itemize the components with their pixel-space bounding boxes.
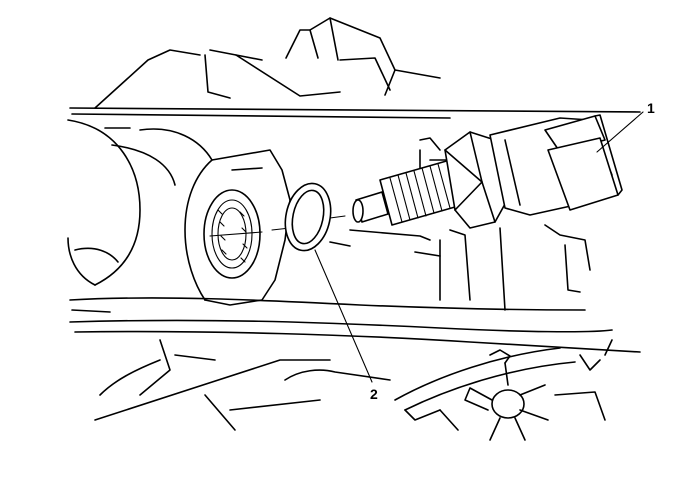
callout-2: 2	[314, 249, 378, 402]
callout-1-label: 1	[647, 100, 655, 116]
callout-2-label: 2	[370, 386, 378, 402]
callout-1: 1	[596, 100, 655, 153]
housing-outline	[67, 17, 641, 441]
callout-1-leader	[596, 111, 644, 153]
callout-2-leader	[314, 249, 373, 383]
seal-ring	[284, 182, 332, 252]
sensor	[352, 114, 623, 229]
